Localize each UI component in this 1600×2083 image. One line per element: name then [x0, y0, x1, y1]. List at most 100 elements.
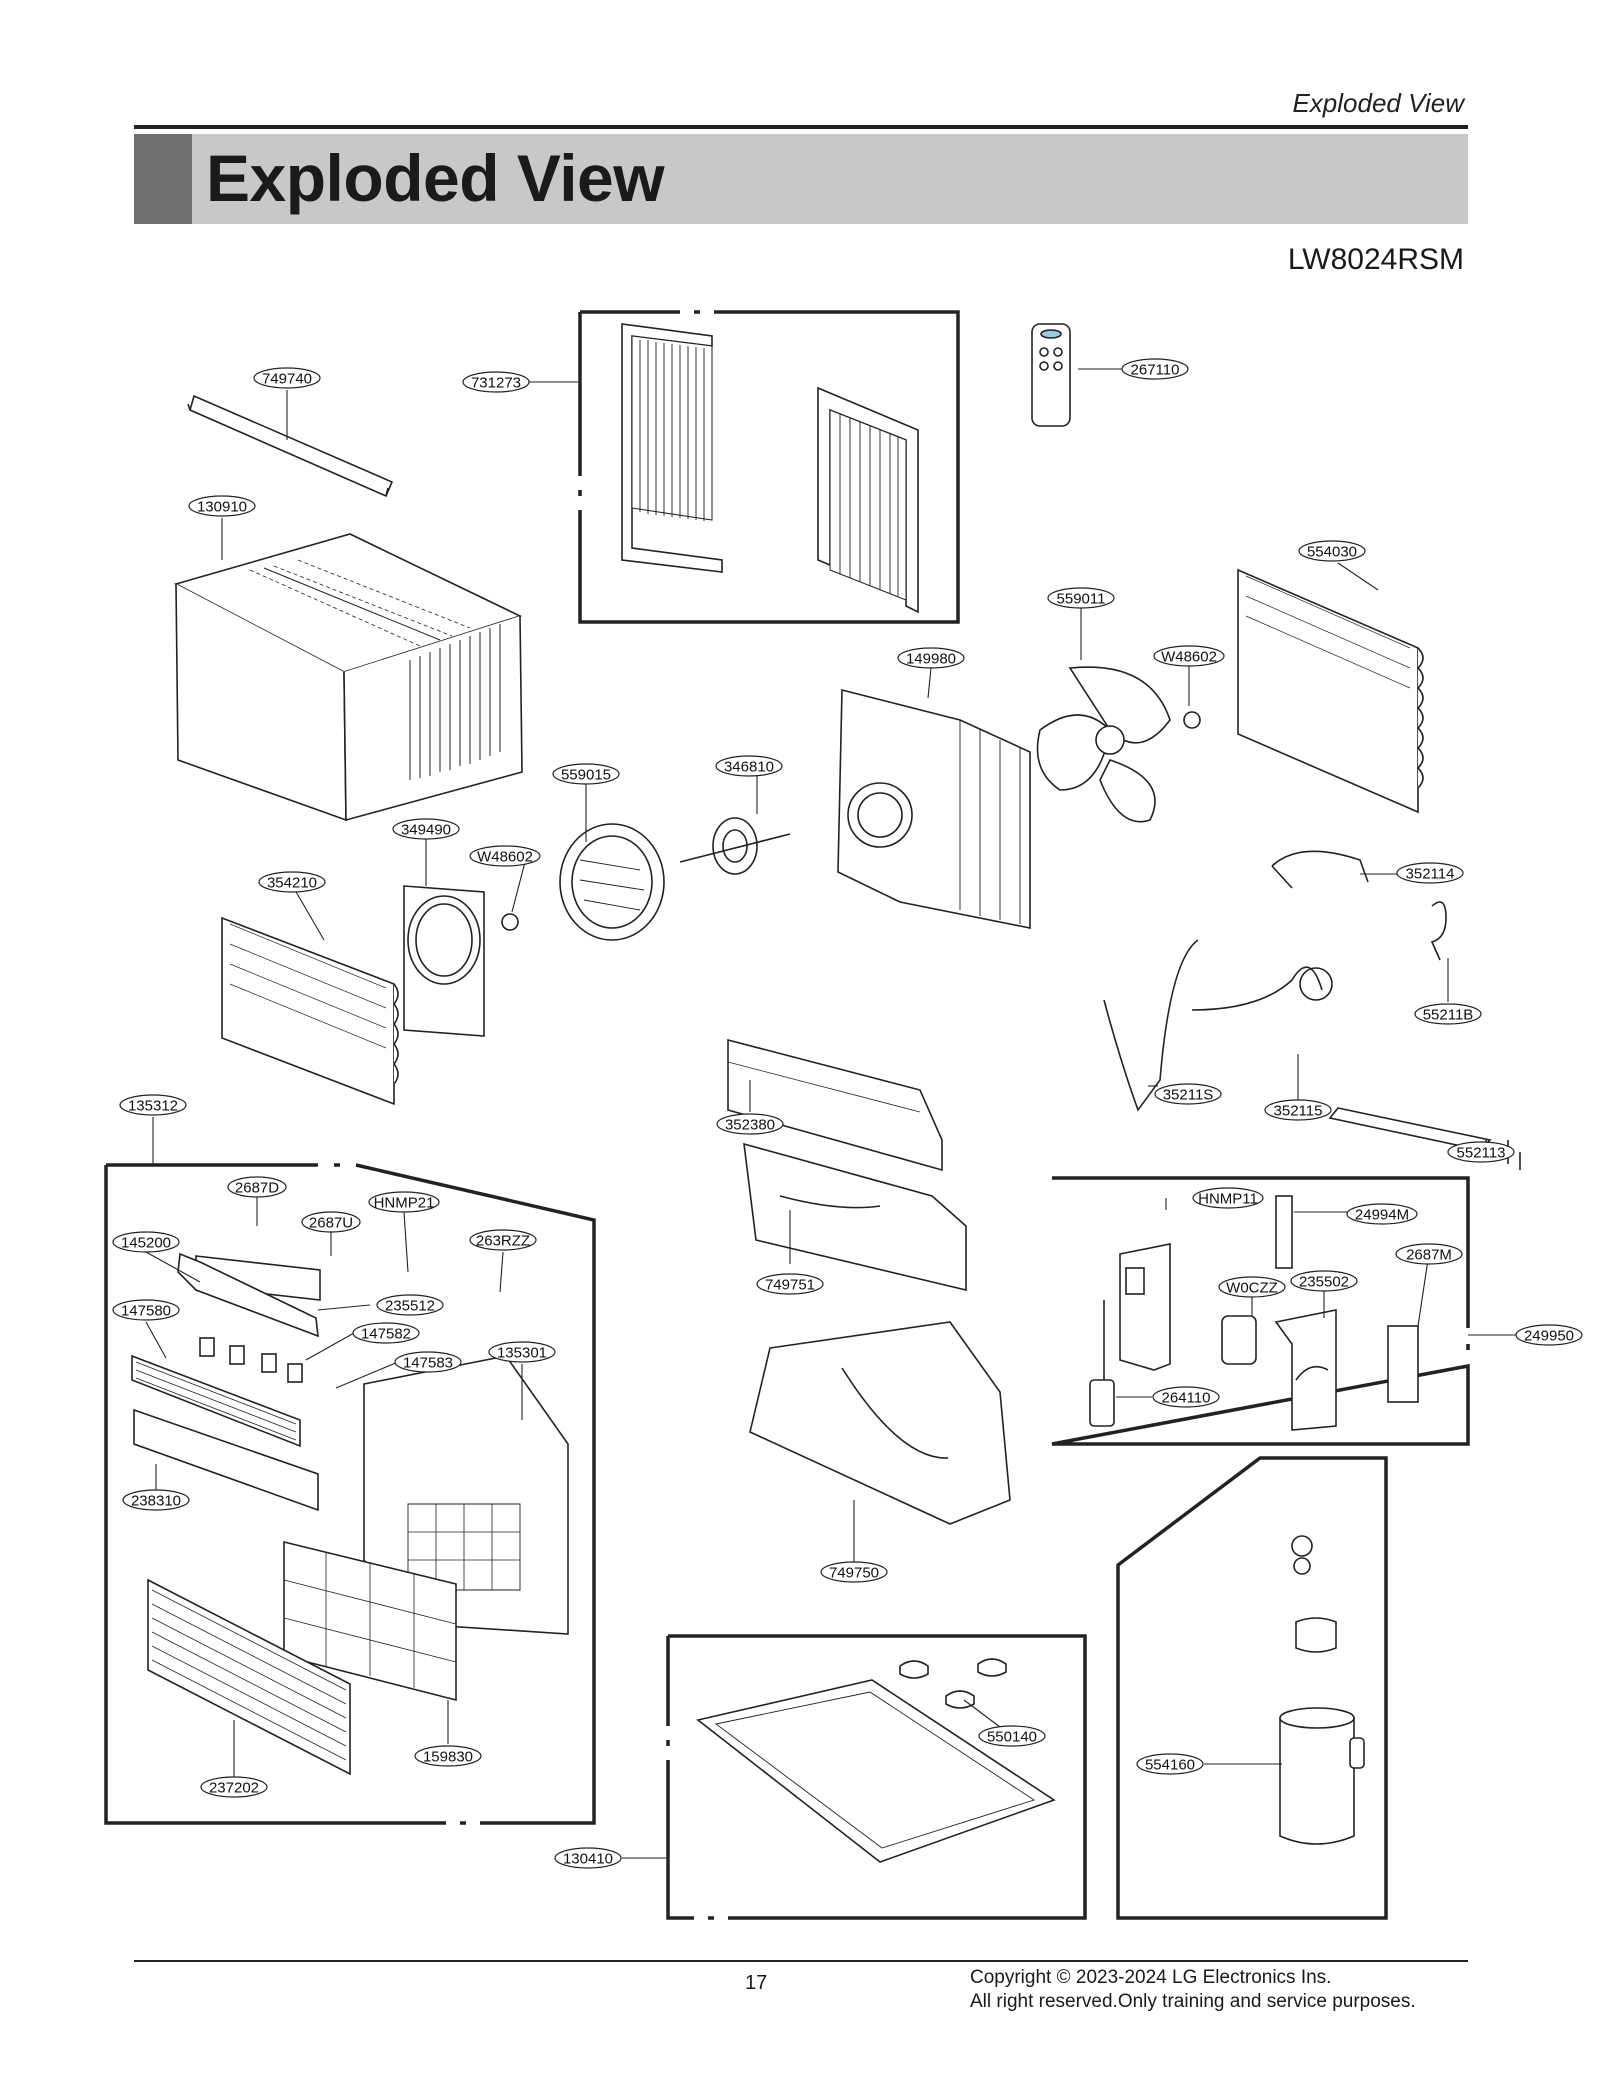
fan-shroud [837, 688, 1031, 929]
callout-550140: 550140 [987, 1729, 1037, 1746]
drain-pan-upper [727, 1038, 943, 1172]
callout-149980: 149980 [906, 651, 956, 668]
callout-2687m: 2687M [1406, 1247, 1452, 1264]
callout-147580: 147580 [121, 1303, 171, 1320]
callout-263rzz: 263RZZ [476, 1233, 530, 1250]
grommets [899, 1658, 1007, 1709]
clamp-nut-right [1183, 711, 1201, 729]
control-group-frame [104, 1163, 596, 1825]
leader-lines [145, 368, 1516, 1859]
grille-front [131, 1354, 301, 1448]
condenser-coil [1237, 568, 1424, 814]
page-number: 17 [745, 1972, 768, 1994]
callout-2687d: 2687D [235, 1180, 279, 1197]
remote-control [1031, 323, 1071, 427]
title-bar-accent [134, 134, 192, 224]
copyright: Copyright © 2023-2024 LG Electronics Ins… [970, 1966, 1416, 2014]
callout-552113: 552113 [1457, 1145, 1506, 1162]
callout-354210: 354210 [267, 875, 317, 892]
evaporator-coil [221, 916, 399, 1106]
callout-235502: 235502 [1299, 1274, 1349, 1291]
capacitor [1221, 1315, 1257, 1365]
compressor [1279, 1535, 1365, 1845]
model-number: LW8024RSM [1287, 243, 1464, 276]
front-grille [147, 1578, 351, 1776]
callout-147583: 147583 [403, 1355, 453, 1372]
control-box-group-frame [1051, 1176, 1470, 1446]
callout-249950: 249950 [1524, 1328, 1574, 1345]
base-group-frame [666, 1634, 1087, 1920]
callout-135312: 135312 [128, 1098, 178, 1115]
callout-559011: 559011 [1057, 591, 1106, 608]
callout-352380: 352380 [725, 1117, 775, 1134]
callout-w0czz: W0CZZ [1226, 1280, 1278, 1297]
suction-tube [1103, 939, 1199, 1112]
copyright-line-2: All right reserved.Only training and ser… [970, 1991, 1416, 2012]
callout-346810: 346810 [724, 759, 774, 776]
callout-238310: 238310 [131, 1493, 181, 1510]
base-pan [749, 1321, 1011, 1525]
callout-hnmp11: HNMP11 [1198, 1191, 1258, 1208]
callout-749751: 749751 [765, 1277, 815, 1294]
footer-rule [134, 1960, 1468, 1962]
title-rule [134, 125, 1468, 129]
callout-731273: 731273 [471, 375, 521, 392]
callout-159830: 159830 [423, 1749, 473, 1766]
orifice-ring [403, 885, 485, 1037]
page-title: Exploded View [206, 141, 665, 215]
relay-board [1275, 1195, 1293, 1269]
callout-w48602-right: W48602 [1161, 649, 1217, 666]
top-rail [187, 394, 394, 498]
blower-wheel [559, 823, 665, 941]
callout-145200: 145200 [121, 1235, 171, 1252]
electric-cord [1089, 1300, 1115, 1427]
callout-147582: 147582 [361, 1326, 411, 1343]
callout-2687u: 2687U [309, 1215, 353, 1232]
callout-267110: 267110 [1131, 362, 1180, 379]
callout-24994m: 24994M [1355, 1207, 1409, 1224]
clamp-nut-left [501, 913, 519, 931]
cabinet [173, 533, 523, 822]
discharge-tube [1271, 850, 1369, 889]
coil-tube [1191, 966, 1333, 1011]
air-filter [283, 1540, 457, 1702]
callout-ovals [112, 358, 1583, 1869]
callout-w48602-left: W48602 [477, 849, 533, 866]
capillary-tube [1430, 901, 1447, 961]
control-box [1119, 1243, 1171, 1371]
pcb-main [1387, 1325, 1419, 1403]
callout-349490: 349490 [401, 822, 451, 839]
side-panel-left [621, 323, 723, 573]
callout-749750: 749750 [829, 1565, 879, 1582]
callout-hnmp21: HNMP21 [374, 1195, 435, 1212]
callout-130910: 130910 [197, 499, 247, 516]
callout-235512: 235512 [385, 1298, 435, 1315]
callout-749740: 749740 [262, 371, 312, 388]
control-panel-bar [177, 1252, 321, 1338]
callout-352114: 352114 [1406, 866, 1455, 883]
callout-135301: 135301 [497, 1345, 547, 1362]
callout-35211s: 35211S [1163, 1087, 1214, 1104]
copyright-line-1: Copyright © 2023-2024 LG Electronics Ins… [970, 1967, 1332, 1988]
compressor-group-frame [1116, 1456, 1388, 1920]
small-brackets [199, 1337, 303, 1383]
callout-55211b: 55211B [1423, 1007, 1474, 1024]
side-panel-right [817, 386, 919, 614]
pcb-box [1274, 1309, 1337, 1431]
drain-pan-middle [743, 1142, 967, 1292]
callout-130410: 130410 [563, 1851, 613, 1868]
window-panel-group-frame [578, 310, 960, 624]
callout-237202: 237202 [209, 1780, 259, 1797]
section-label: Exploded View [1292, 88, 1464, 118]
callout-559015: 559015 [561, 767, 611, 784]
callout-554160: 554160 [1145, 1757, 1195, 1774]
callout-554030: 554030 [1307, 544, 1357, 561]
propeller-fan [1036, 666, 1171, 823]
fan-motor [679, 817, 791, 875]
title-bar: Exploded View [134, 134, 1468, 224]
callout-352115: 352115 [1274, 1103, 1323, 1120]
base-plate [696, 1679, 1056, 1863]
filter-strip [133, 1408, 319, 1512]
callout-264110: 264110 [1162, 1390, 1211, 1407]
